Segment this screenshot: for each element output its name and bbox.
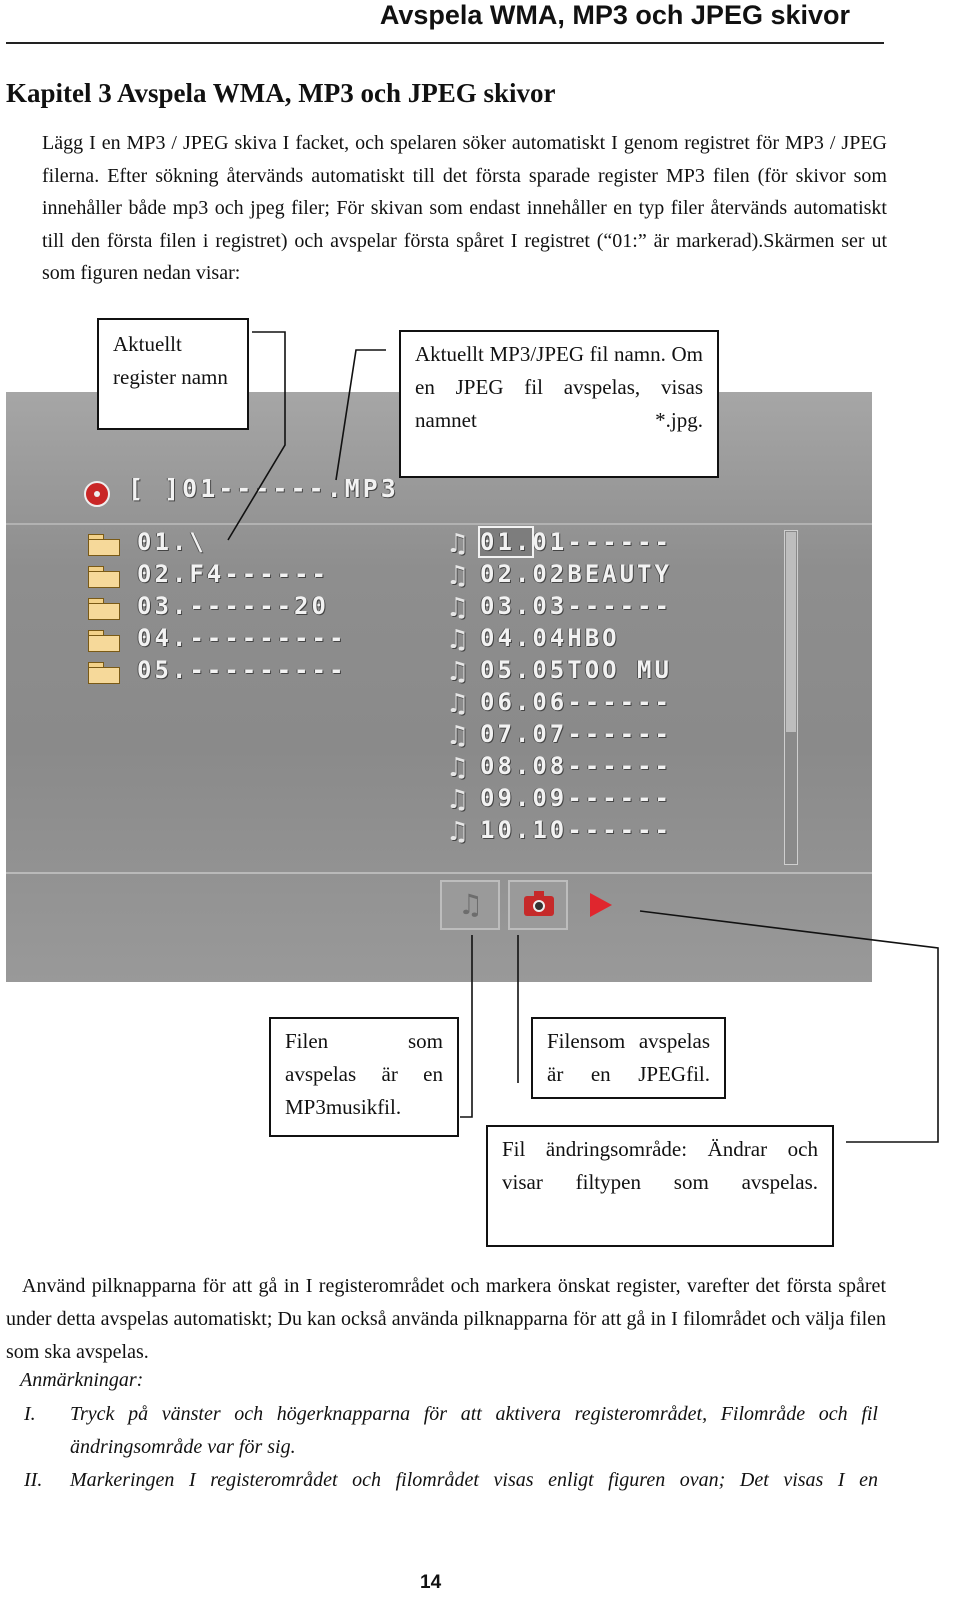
notes-heading: Anmärkningar: — [20, 1369, 144, 1391]
file-item[interactable]: 07.07------ — [480, 720, 672, 748]
page-number: 14 — [420, 1572, 442, 1593]
note-number: I. — [24, 1403, 36, 1425]
scrollbar-thumb[interactable] — [786, 532, 796, 732]
file-item[interactable]: 06.06------ — [480, 688, 672, 716]
header-rule — [6, 42, 884, 44]
intro-paragraph: Lägg I en MP3 / JPEG skiva I facket, och… — [42, 127, 887, 290]
file-name: 07------ — [532, 720, 672, 748]
music-note-icon: ♫ — [446, 657, 470, 687]
screen-divider-top — [6, 523, 872, 525]
file-name: 09------ — [532, 784, 672, 812]
note-text: Markeringen I registerområdet och filomr… — [70, 1469, 878, 1491]
file-item[interactable]: 09.09------ — [480, 784, 672, 812]
file-name: 02BEAUTY — [532, 560, 672, 588]
file-number: 05. — [480, 656, 533, 684]
file-name: 04HBO — [532, 624, 620, 652]
file-item[interactable]: 08.08------ — [480, 752, 672, 780]
music-note-icon: ♫ — [446, 721, 470, 751]
folder-icon — [88, 630, 120, 652]
folder-item[interactable]: 04.--------- — [137, 624, 347, 652]
music-note-icon: ♫ — [446, 817, 470, 847]
file-item[interactable]: 03.03------ — [480, 592, 672, 620]
photo-filter-button[interactable] — [508, 880, 568, 930]
intro-text: Lägg I en MP3 / JPEG skiva I facket, och… — [42, 132, 887, 285]
music-note-icon: ♫ — [446, 753, 470, 783]
header-title: Avspela WMA, MP3 och JPEG skivor — [379, 0, 850, 30]
file-number: 09. — [480, 784, 533, 812]
file-number: 03. — [480, 592, 533, 620]
file-number: 10. — [480, 816, 533, 844]
note-text: Tryck på vänster och högerknapparna för … — [70, 1403, 878, 1458]
body-text: Använd pilknapparna för att gå in I regi… — [6, 1275, 886, 1363]
music-note-icon: ♫ — [446, 529, 470, 559]
callout-current-register: Aktuellt register namn — [97, 318, 249, 430]
folder-item[interactable]: 01.\ — [137, 528, 207, 556]
folder-icon — [88, 598, 120, 620]
music-note-icon: ♫ — [446, 785, 470, 815]
folder-item[interactable]: 03.------20 — [137, 592, 329, 620]
file-name: 01------ — [532, 528, 672, 556]
file-item[interactable]: 10.10------ — [480, 816, 672, 844]
folder-icon — [88, 566, 120, 588]
folder-item[interactable]: 02.F4------ — [137, 560, 329, 588]
music-note-icon: ♫ — [446, 593, 470, 623]
body-paragraph: Använd pilknapparna för att gå in I regi… — [6, 1270, 886, 1369]
play-icon[interactable] — [590, 893, 612, 917]
file-number: 02. — [480, 560, 533, 588]
connector-mp3 — [460, 935, 473, 1118]
callout-jpeg-file: Filensom avspelas är en JPEGfil. — [531, 1017, 726, 1099]
connector-filename — [335, 349, 386, 481]
file-number: 04. — [480, 624, 533, 652]
file-item[interactable]: 02.02BEAUTY — [480, 560, 672, 588]
file-number: 07. — [480, 720, 533, 748]
player-screen — [6, 392, 872, 982]
music-note-icon: ♫ — [458, 888, 484, 921]
connector-change-area — [639, 910, 939, 1143]
file-name: 10------ — [532, 816, 672, 844]
folder-icon — [88, 534, 120, 556]
file-item[interactable]: 05.05TOO MU — [480, 656, 672, 684]
chapter-title: Kapitel 3 Avspela WMA, MP3 och JPEG skiv… — [6, 78, 556, 108]
callout-change-area: Fil ändringsområde: Ändrar och visar fil… — [486, 1125, 834, 1247]
file-item[interactable]: 01.01------ — [477, 526, 672, 558]
disc-icon — [84, 481, 110, 507]
music-note-icon: ♫ — [446, 625, 470, 655]
file-name: 03------ — [532, 592, 672, 620]
file-name: 08------ — [532, 752, 672, 780]
file-name: 06------ — [532, 688, 672, 716]
music-note-icon: ♫ — [446, 561, 470, 591]
file-name: 05TOO MU — [532, 656, 672, 684]
music-note-icon: ♫ — [446, 689, 470, 719]
file-item[interactable]: 04.04HBO — [480, 624, 620, 652]
selected-file-number[interactable]: 01. — [477, 526, 535, 558]
folder-item[interactable]: 05.--------- — [137, 656, 347, 684]
connector-register — [227, 331, 286, 541]
file-number: 06. — [480, 688, 533, 716]
callout-mp3-file: Filen som avspelas är en MP3musikfil. — [269, 1017, 459, 1137]
file-number: 08. — [480, 752, 533, 780]
music-filter-button[interactable]: ♫ — [440, 880, 500, 930]
note-number: II. — [24, 1469, 43, 1491]
camera-icon — [524, 891, 554, 916]
screen-divider-bottom — [6, 872, 872, 874]
current-path-display: [ ]01------.MP3 — [128, 474, 399, 503]
callout-current-file: Aktuellt MP3/JPEG fil namn. Om en JPEG f… — [399, 330, 719, 478]
folder-icon — [88, 662, 120, 684]
